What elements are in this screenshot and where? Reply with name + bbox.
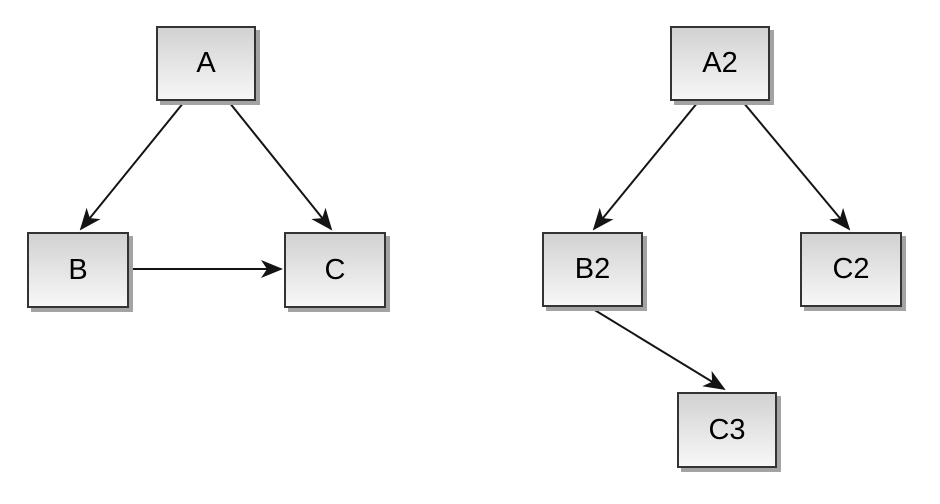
node-c2-label: C2 bbox=[832, 253, 870, 285]
node-c3-label: C3 bbox=[708, 413, 746, 446]
edge-a-c bbox=[228, 101, 333, 231]
edge-b2-c3 bbox=[592, 308, 726, 391]
node-c-label: C bbox=[324, 253, 346, 286]
node-b2-label: B2 bbox=[574, 253, 611, 285]
node-b[interactable]: B bbox=[27, 232, 129, 308]
edge-a2-c2 bbox=[742, 101, 851, 231]
node-a[interactable]: A bbox=[156, 26, 256, 101]
node-b-label: B bbox=[68, 253, 88, 286]
edge-a2-b2 bbox=[592, 101, 699, 231]
node-c3[interactable]: C3 bbox=[677, 392, 777, 468]
node-c2[interactable]: C2 bbox=[800, 232, 902, 307]
node-b2[interactable]: B2 bbox=[542, 232, 643, 307]
node-a2-label: A2 bbox=[702, 47, 738, 79]
node-a2[interactable]: A2 bbox=[670, 26, 770, 101]
node-c[interactable]: C bbox=[284, 232, 386, 308]
edge-a-b bbox=[79, 101, 185, 231]
node-a-label: A bbox=[196, 47, 216, 79]
